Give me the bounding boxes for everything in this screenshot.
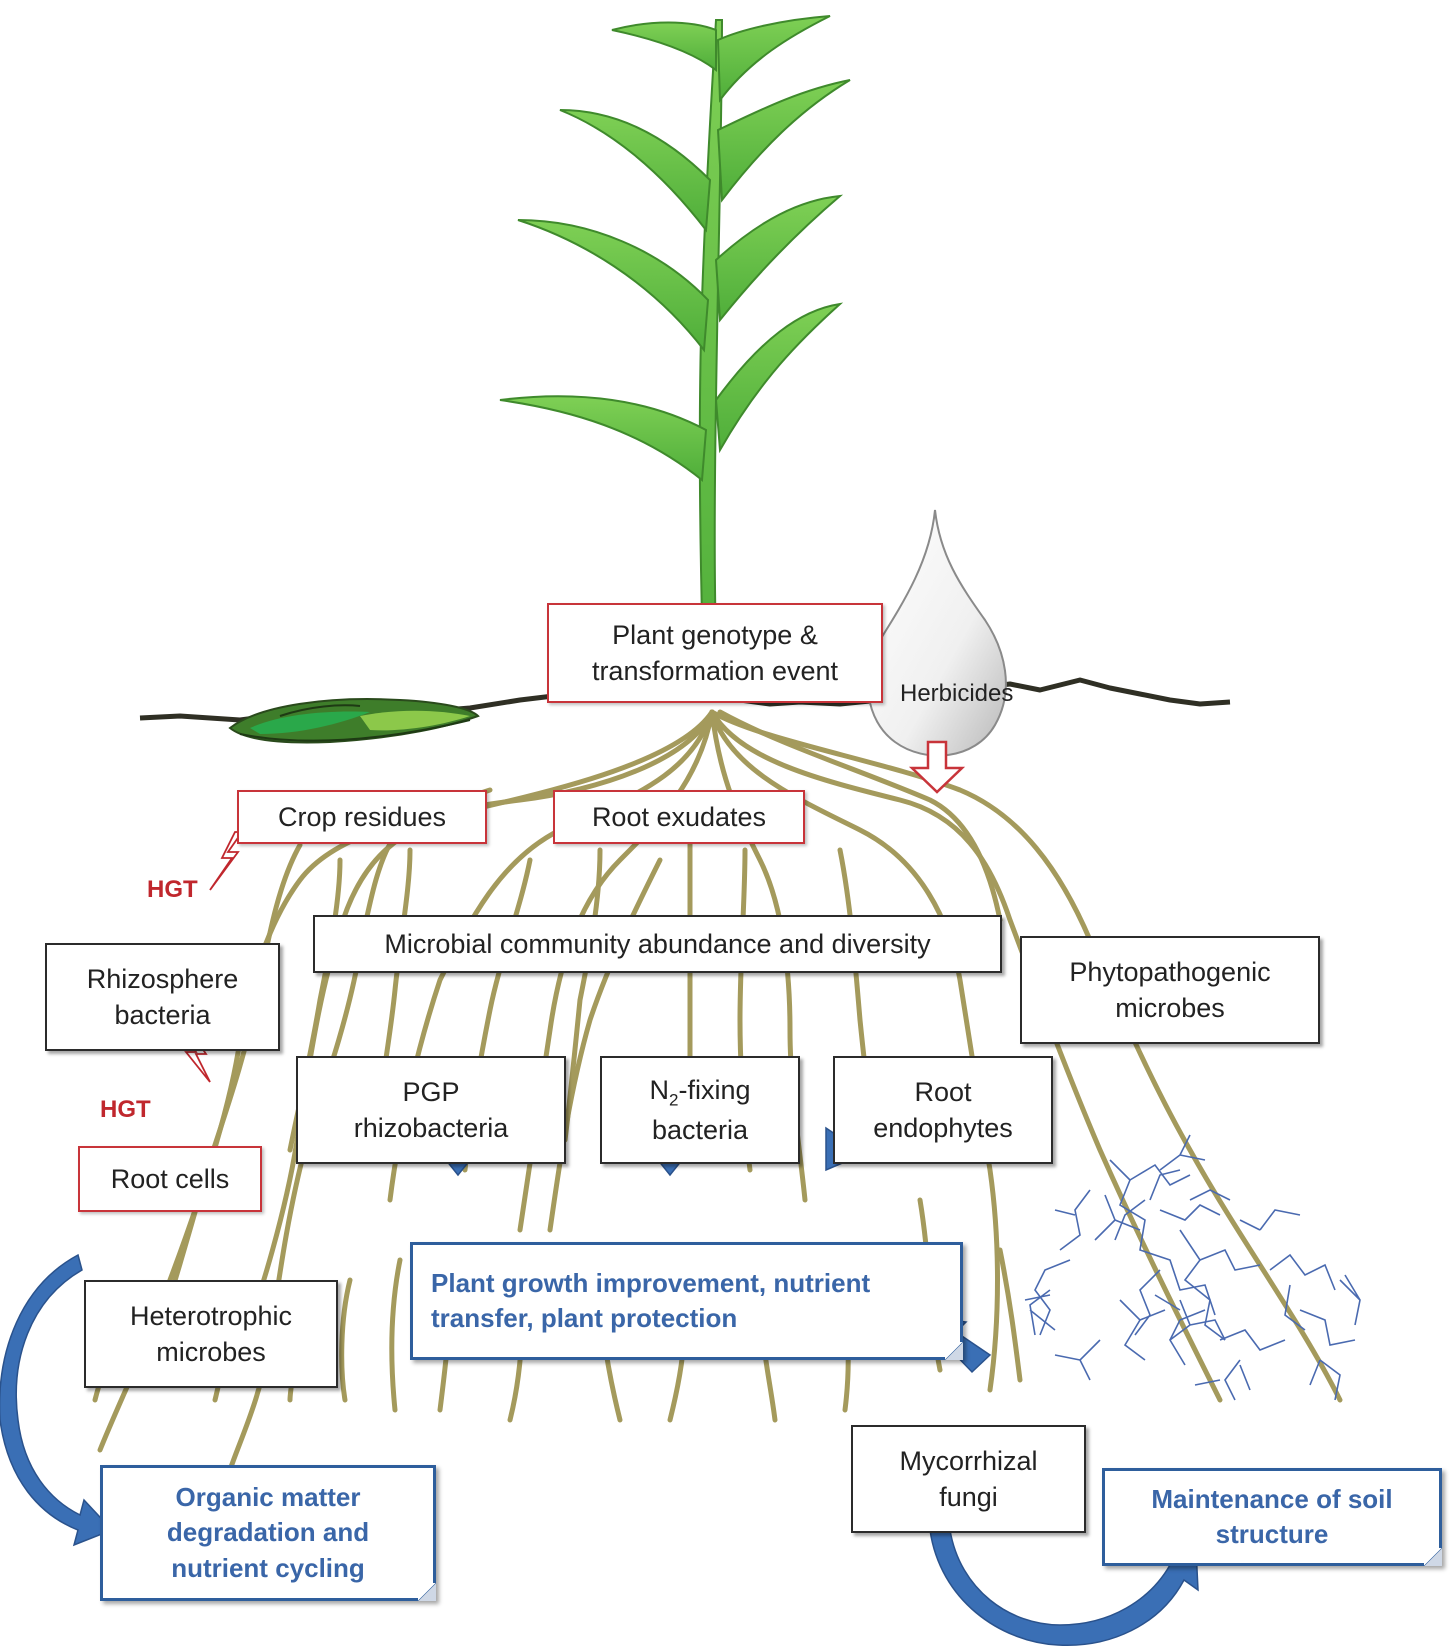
mycorrhizal-fungi-box: Mycorrhizal fungi <box>851 1425 1086 1533</box>
plant-growth-line2: transfer, plant protection <box>431 1301 870 1336</box>
soil-structure-line2: structure <box>1151 1517 1392 1552</box>
phytopathogenic-microbes-box: Phytopathogenic microbes <box>1020 936 1320 1044</box>
hgt-bottom-label: HGT <box>100 1096 151 1124</box>
heterotrophic-line1: Heterotrophic <box>130 1298 292 1334</box>
soil-structure-line1: Maintenance of soil <box>1151 1482 1392 1517</box>
n2-fixing-bacteria-box: N2-fixing bacteria <box>600 1056 800 1164</box>
root-cells-box: Root cells <box>78 1146 262 1212</box>
endophytes-line2: endophytes <box>873 1110 1013 1146</box>
plant-genotype-line2: transformation event <box>592 653 838 689</box>
root-endophytes-box: Root endophytes <box>833 1056 1053 1164</box>
phytopathogenic-line2: microbes <box>1069 990 1270 1026</box>
heterotrophic-microbes-box: Heterotrophic microbes <box>84 1280 338 1388</box>
n2-line2: bacteria <box>650 1112 751 1148</box>
endophytes-line1: Root <box>873 1074 1013 1110</box>
root-cells-label: Root cells <box>111 1161 230 1197</box>
crop-residue-illustration <box>230 699 478 742</box>
herbicide-droplet-icon <box>868 510 1006 756</box>
plant-growth-line1: Plant growth improvement, nutrient <box>431 1266 870 1301</box>
soil-structure-box: Maintenance of soil structure <box>1102 1468 1442 1566</box>
rhizosphere-line2: bacteria <box>87 997 239 1033</box>
microbial-community-box: Microbial community abundance and divers… <box>313 915 1002 973</box>
mycorrhizal-hyphae <box>1025 1135 1360 1400</box>
microbial-community-label: Microbial community abundance and divers… <box>384 926 930 962</box>
plant-illustration <box>500 16 850 690</box>
phytopathogenic-line1: Phytopathogenic <box>1069 954 1270 990</box>
organic-matter-box: Organic matter degradation and nutrient … <box>100 1465 436 1601</box>
herbicides-label: Herbicides <box>900 680 1013 708</box>
crop-residues-label: Crop residues <box>278 799 446 835</box>
rhizosphere-line1: Rhizosphere <box>87 961 239 997</box>
pgp-line2: rhizobacteria <box>354 1110 509 1146</box>
mycorrhizal-line1: Mycorrhizal <box>899 1443 1037 1479</box>
plant-genotype-box: Plant genotype & transformation event <box>547 603 883 703</box>
crop-residues-box: Crop residues <box>237 790 487 844</box>
root-exudates-box: Root exudates <box>553 790 805 844</box>
mycorrhizal-line2: fungi <box>899 1479 1037 1515</box>
n2-line1: N2-fixing <box>650 1072 751 1112</box>
pgp-rhizobacteria-box: PGP rhizobacteria <box>296 1056 566 1164</box>
plant-growth-box: Plant growth improvement, nutrient trans… <box>410 1242 963 1360</box>
organic-matter-line2: degradation and <box>167 1515 369 1550</box>
organic-matter-line1: Organic matter <box>167 1480 369 1515</box>
hgt-top-label: HGT <box>147 876 198 904</box>
pgp-line1: PGP <box>354 1074 509 1110</box>
heterotrophic-line2: microbes <box>130 1334 292 1370</box>
n2-suffix: -fixing <box>678 1075 750 1105</box>
rhizosphere-bacteria-box: Rhizosphere bacteria <box>45 943 280 1051</box>
plant-genotype-line1: Plant genotype & <box>592 617 838 653</box>
n2-prefix: N <box>650 1075 670 1105</box>
root-exudates-label: Root exudates <box>592 799 766 835</box>
organic-matter-line3: nutrient cycling <box>167 1551 369 1586</box>
